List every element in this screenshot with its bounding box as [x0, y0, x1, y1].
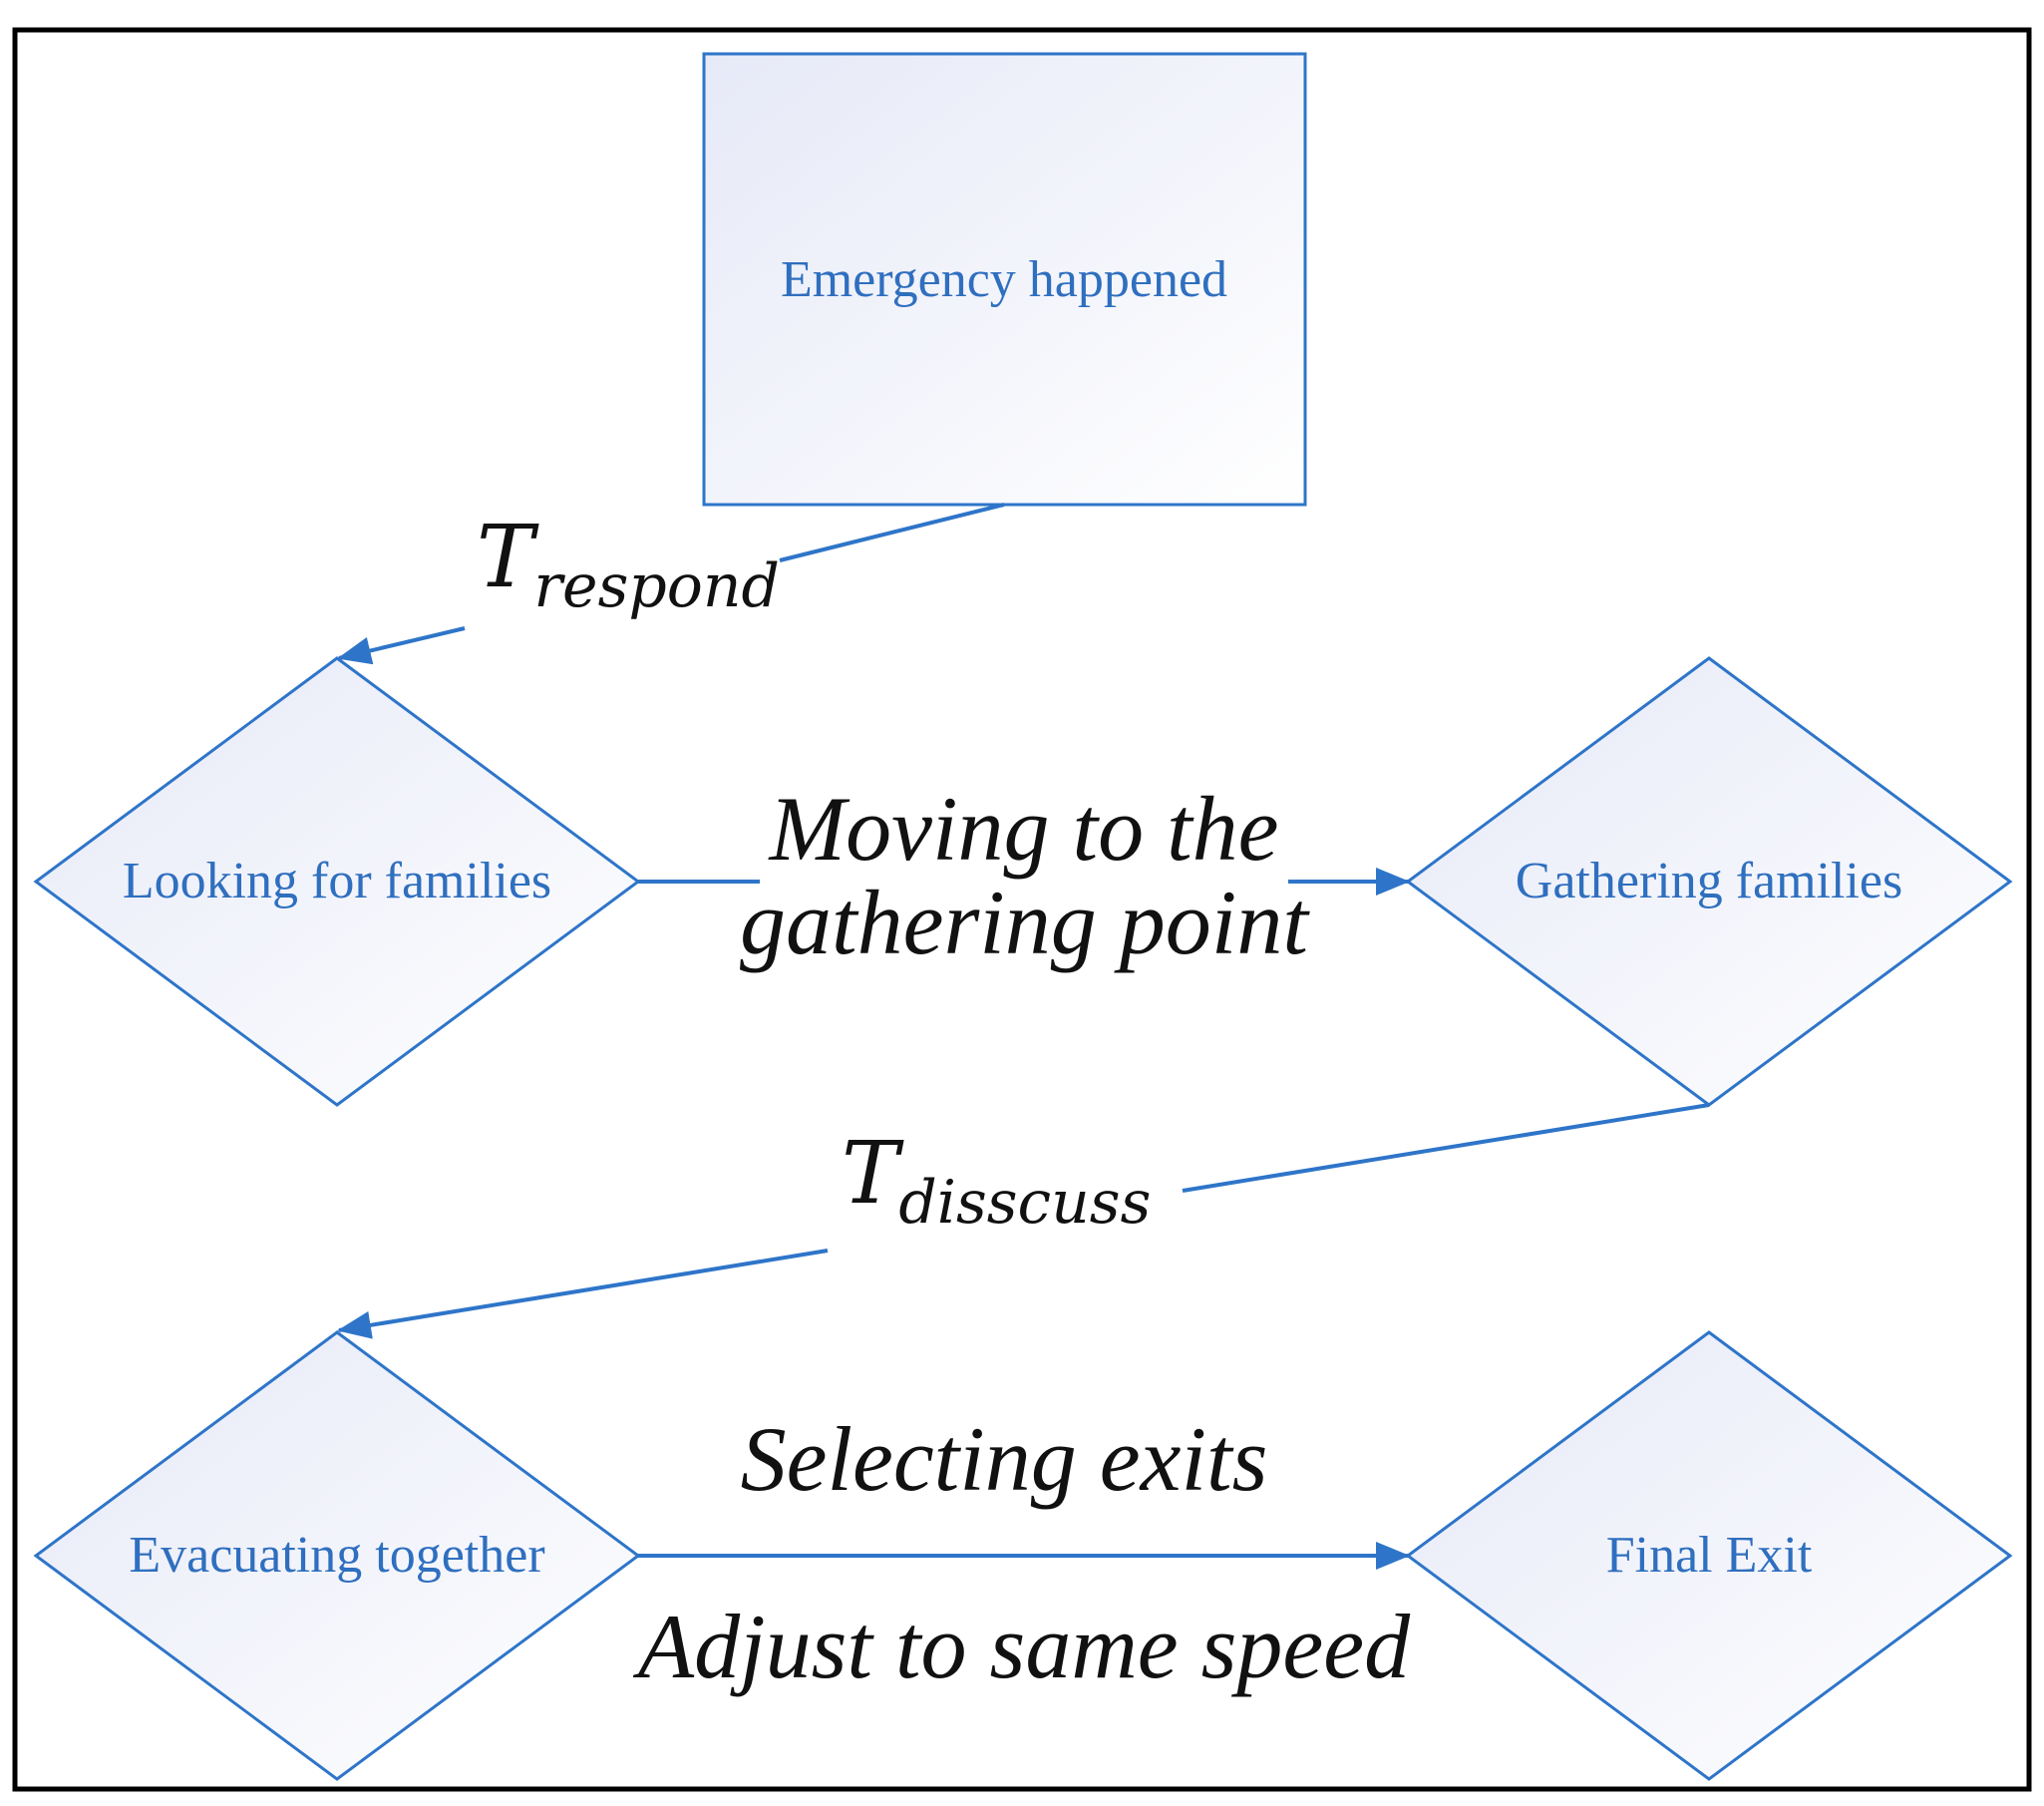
label-selecting-exits: Selecting exits — [741, 1408, 1268, 1510]
node-emergency-label: Emergency happened — [781, 251, 1227, 308]
connector-respond-upper — [779, 503, 1005, 562]
label-moving-line2: gathering point — [740, 872, 1310, 973]
connector-discuss-upper — [1182, 1103, 1710, 1193]
node-final-exit-label: Final Exit — [1606, 1527, 1813, 1584]
node-gathering-label: Gathering families — [1516, 853, 1902, 909]
connector-respond-lower — [337, 626, 466, 665]
node-looking-label: Looking for families — [123, 853, 551, 909]
label-moving-line1: Moving to the — [768, 778, 1279, 880]
label-t-disscuss: Tdisscuss — [842, 1124, 1151, 1238]
diagram-frame — [12, 27, 2032, 1792]
node-final-exit-diamond — [1405, 1330, 2013, 1781]
connector-discuss-lower — [337, 1249, 829, 1339]
label-adjust-speed: Adjust to same speed — [632, 1596, 1411, 1697]
node-evacuating-label: Evacuating together — [129, 1527, 544, 1584]
node-evacuating-diamond — [33, 1330, 641, 1781]
label-t-respond: Trespond — [477, 508, 780, 621]
node-looking-diamond — [33, 656, 641, 1107]
node-emergency-box — [702, 52, 1307, 507]
